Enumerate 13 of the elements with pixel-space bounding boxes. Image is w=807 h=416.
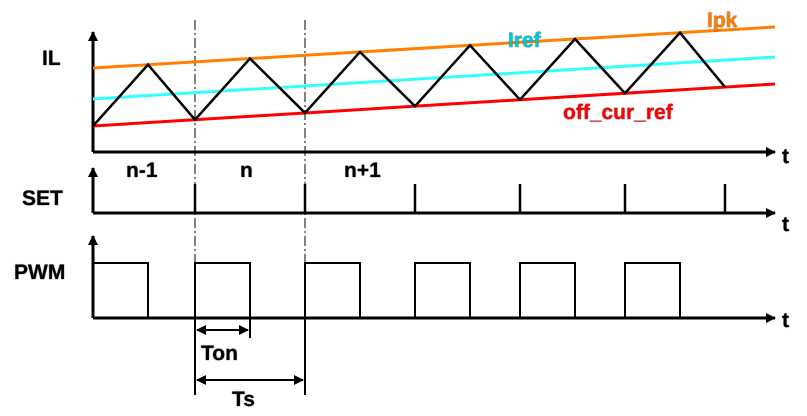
dimension-label: Ton bbox=[201, 343, 238, 365]
period-label: n-1 bbox=[126, 160, 158, 182]
axis-label: IL bbox=[42, 48, 61, 70]
axis-label: PWM bbox=[14, 262, 66, 284]
axis-label: t bbox=[782, 214, 789, 236]
period-label: n bbox=[240, 160, 253, 182]
line-label: Ipk bbox=[707, 10, 738, 32]
axis-label: t bbox=[782, 310, 789, 332]
dimension-label: Ts bbox=[232, 389, 255, 411]
axis-label: t bbox=[782, 146, 789, 168]
period-label: n+1 bbox=[344, 160, 381, 182]
axis-label: SET bbox=[22, 188, 63, 210]
line-label: off_cur_ref bbox=[563, 102, 673, 124]
